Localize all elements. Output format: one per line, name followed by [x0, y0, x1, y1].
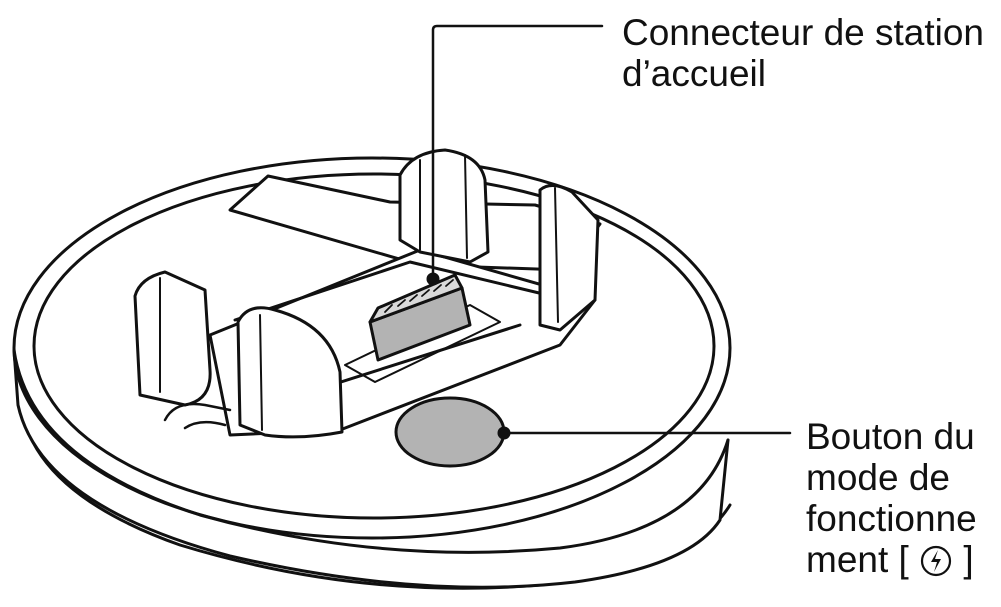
mode-button-label-line2: mode de — [806, 457, 950, 498]
dock-connector-leader-dot — [426, 272, 440, 286]
post-left-rear — [133, 270, 212, 407]
mode-button-label-line1: Bouton du — [806, 416, 975, 457]
post-left-front — [236, 306, 344, 439]
dock-connector-label: Connecteur de station d’accueil — [622, 12, 984, 94]
mode-button-label-line4: ment [ ] — [806, 539, 977, 580]
dock-connector-label-line1: Connecteur de station — [622, 12, 985, 53]
mode-button-label-prefix: ment [ — [806, 539, 909, 580]
base-top-inner — [32, 172, 716, 520]
mode-button-shape — [394, 396, 506, 468]
cradle-hook — [163, 402, 232, 430]
mode-button-label-line3: fonctionne — [806, 498, 977, 539]
base-lip — [12, 348, 730, 554]
mode-button-label-suffix: ] — [963, 539, 974, 580]
post-right-rear — [398, 148, 490, 264]
post-right-front — [538, 184, 600, 332]
dock-connector-leader-line — [431, 24, 604, 280]
lightning-circle-icon — [921, 545, 952, 577]
dock-connector-label-line2: d’accueil — [622, 53, 766, 94]
mode-button-leader-dot — [497, 426, 511, 440]
dock-connector — [344, 273, 501, 383]
connector-pins — [384, 279, 454, 313]
mode-button-label: Bouton du mode de fonctionne ment [ ] — [806, 416, 977, 580]
